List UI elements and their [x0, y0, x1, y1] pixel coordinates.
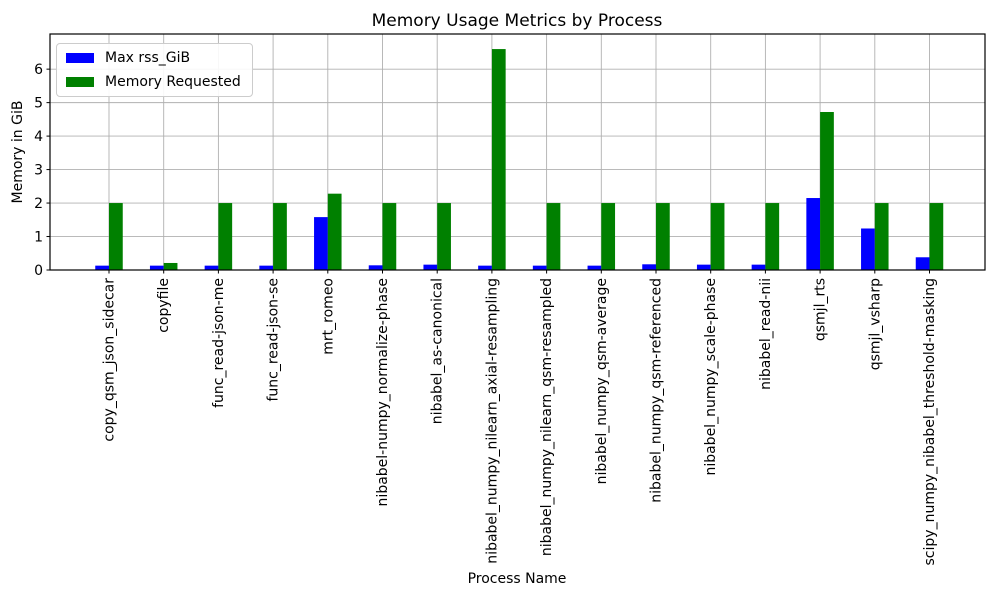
x-tick-label: nibabel_numpy_nilearn_qsm-resampled [539, 278, 555, 556]
bar-max-rss [587, 265, 602, 270]
x-tick-label: copy_qsm_json_sidecar [102, 278, 118, 442]
y-tick-label: 4 [34, 129, 43, 145]
bar-max-rss [95, 265, 109, 270]
bar-memory-requested [546, 203, 561, 270]
bar-memory-requested [710, 203, 725, 270]
bar-memory-requested [218, 203, 233, 270]
plot-border [49, 33, 986, 271]
bar-memory-requested [109, 203, 123, 270]
x-tick-label: func_read-json-se [266, 278, 282, 402]
bar-memory-requested [601, 203, 616, 270]
y-tick-label: 1 [34, 230, 43, 246]
x-tick-label: copyfile [156, 278, 172, 333]
bar-max-rss [149, 265, 164, 270]
bar-memory-requested [874, 203, 889, 270]
bar-memory-requested [929, 203, 944, 270]
bar-max-rss [204, 265, 219, 270]
x-tick-label: nibabel-numpy_normalize-phase [375, 278, 391, 506]
y-tick-label: 5 [34, 96, 43, 112]
bar-memory-requested [765, 203, 780, 270]
y-tick-label: 3 [34, 163, 43, 179]
bar-max-rss [259, 265, 274, 270]
bar-memory-requested [273, 203, 287, 270]
bar-memory-requested [163, 262, 178, 270]
x-axis-label: Process Name [467, 571, 567, 587]
bar-memory-requested [437, 203, 451, 270]
legend-label-memory-requested: Memory Requested [105, 74, 241, 90]
bar-max-rss [915, 257, 930, 270]
bar-max-rss [532, 265, 547, 270]
x-tick-label: nibabel_numpy_qsm-average [594, 278, 610, 484]
legend-label-max-rss: Max rss_GiB [105, 50, 191, 66]
x-tick-label: nibabel_numpy_scale-phase [703, 278, 719, 476]
legend-swatch-max-rss [66, 53, 94, 63]
x-tick-label: nibabel_read-nii [758, 278, 774, 390]
y-axis-label: Memory in GiB [10, 100, 26, 204]
bar-max-rss [642, 264, 656, 270]
y-tick-label: 2 [34, 196, 43, 212]
chart-title: Memory Usage Metrics by Process [371, 11, 663, 31]
bar-memory-requested [382, 203, 397, 270]
legend-entry-max-rss: Max rss_GiB [66, 50, 241, 66]
legend: Max rss_GiB Memory Requested [56, 43, 253, 97]
bar-memory-requested [327, 193, 342, 270]
bar-max-rss [423, 264, 438, 270]
legend-swatch-memory-requested [66, 77, 94, 87]
y-tick-label: 6 [34, 62, 43, 78]
bar-max-rss [368, 265, 383, 270]
bar-memory-requested [491, 49, 506, 271]
x-tick-label: nibabel_as-canonical [430, 278, 446, 424]
bar-max-rss [806, 198, 821, 270]
x-tick-label: qsmjl_vsharp [867, 278, 883, 370]
x-tick-label: scipy_numpy_nibabel_threshold-masking [922, 278, 938, 565]
bar-max-rss [861, 228, 875, 270]
x-tick-label: mrt_romeo [320, 278, 336, 355]
bar-max-rss [478, 265, 492, 270]
x-tick-label: nibabel_numpy_qsm-referenced [649, 278, 665, 503]
bar-max-rss [696, 264, 711, 270]
x-tick-label: nibabel_numpy_nilearn_axial-resampling [484, 278, 500, 564]
bar-max-rss [314, 217, 328, 270]
bar-max-rss [751, 264, 766, 270]
x-tick-label: func_read-json-me [211, 278, 227, 408]
x-tick-label: qsmjl_rts [813, 278, 829, 341]
bar-memory-requested [820, 111, 834, 270]
bar-memory-requested [656, 203, 670, 270]
legend-entry-memory-requested: Memory Requested [66, 74, 241, 90]
y-tick-label: 0 [34, 263, 43, 279]
